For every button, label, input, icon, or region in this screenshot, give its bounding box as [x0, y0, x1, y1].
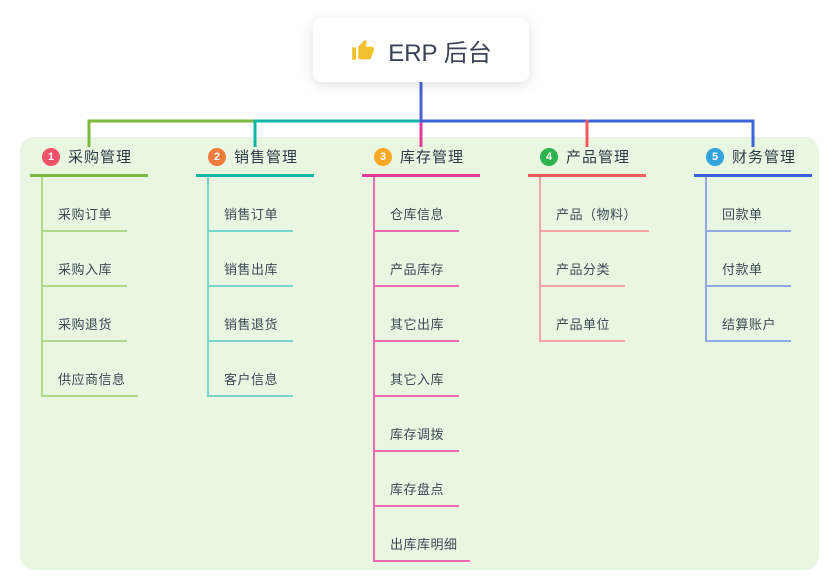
- branch-number-badge: 3: [374, 147, 392, 166]
- branch-header-4[interactable]: 4 产品管理: [528, 146, 646, 177]
- sub-item-list: 采购订单采购入库采购退货供应商信息: [41, 177, 138, 397]
- sub-item[interactable]: 采购订单: [43, 177, 127, 232]
- sub-item[interactable]: 其它出库: [375, 287, 459, 342]
- sub-item[interactable]: 销售订单: [209, 177, 293, 232]
- sub-item[interactable]: 库存调拨: [375, 397, 459, 452]
- branch-label: 库存管理: [400, 149, 465, 166]
- sub-item[interactable]: 库存盘点: [375, 452, 459, 507]
- sub-item[interactable]: 回款单: [707, 177, 791, 232]
- sub-item-list: 回款单付款单结算账户: [705, 177, 791, 342]
- sub-item[interactable]: 采购退货: [43, 287, 127, 342]
- branch-column-3: 3 库存管理仓库信息产品库存其它出库其它入库库存调拨库存盘点出库库明细: [362, 146, 480, 562]
- sub-item[interactable]: 采购入库: [43, 232, 127, 287]
- root-node-label: ERP 后台: [388, 39, 492, 67]
- branch-number-badge: 2: [208, 147, 226, 166]
- root-node-erp[interactable]: ERP 后台: [313, 18, 529, 82]
- sub-item[interactable]: 付款单: [707, 232, 791, 287]
- sub-item[interactable]: 销售出库: [209, 232, 293, 287]
- branch-number-badge: 1: [42, 147, 60, 166]
- sub-item[interactable]: 供应商信息: [43, 342, 138, 397]
- sub-item-list: 仓库信息产品库存其它出库其它入库库存调拨库存盘点出库库明细: [373, 177, 470, 562]
- sub-item[interactable]: 产品分类: [541, 232, 625, 287]
- sub-item[interactable]: 其它入库: [375, 342, 459, 397]
- branch-column-1: 1 采购管理采购订单采购入库采购退货供应商信息: [30, 146, 148, 397]
- branch-header-3[interactable]: 3 库存管理: [362, 146, 480, 177]
- branch-header-5[interactable]: 5 财务管理: [694, 146, 812, 177]
- branches-panel: [20, 137, 819, 570]
- branch-column-4: 4 产品管理产品（物料）产品分类产品单位: [528, 146, 650, 342]
- sub-item-list: 产品（物料）产品分类产品单位: [539, 177, 650, 342]
- thumbs-up-icon: [350, 37, 376, 63]
- branch-label: 采购管理: [68, 149, 133, 166]
- sub-item[interactable]: 结算账户: [707, 287, 791, 342]
- branch-number-badge: 5: [706, 147, 724, 166]
- sub-item-list: 销售订单销售出库销售退货客户信息: [207, 177, 293, 397]
- sub-item[interactable]: 产品（物料）: [541, 177, 650, 232]
- branch-label: 财务管理: [732, 149, 797, 166]
- sub-item[interactable]: 出库库明细: [375, 507, 470, 562]
- sub-item[interactable]: 仓库信息: [375, 177, 459, 232]
- branch-label: 产品管理: [566, 149, 631, 166]
- sub-item[interactable]: 客户信息: [209, 342, 293, 397]
- branch-header-2[interactable]: 2 销售管理: [196, 146, 314, 177]
- branch-column-2: 2 销售管理销售订单销售出库销售退货客户信息: [196, 146, 314, 397]
- branch-number-badge: 4: [540, 147, 558, 166]
- branch-header-1[interactable]: 1 采购管理: [30, 146, 148, 177]
- branch-column-5: 5 财务管理回款单付款单结算账户: [694, 146, 812, 342]
- branch-label: 销售管理: [234, 149, 299, 166]
- sub-item[interactable]: 产品库存: [375, 232, 459, 287]
- sub-item[interactable]: 销售退货: [209, 287, 293, 342]
- sub-item[interactable]: 产品单位: [541, 287, 625, 342]
